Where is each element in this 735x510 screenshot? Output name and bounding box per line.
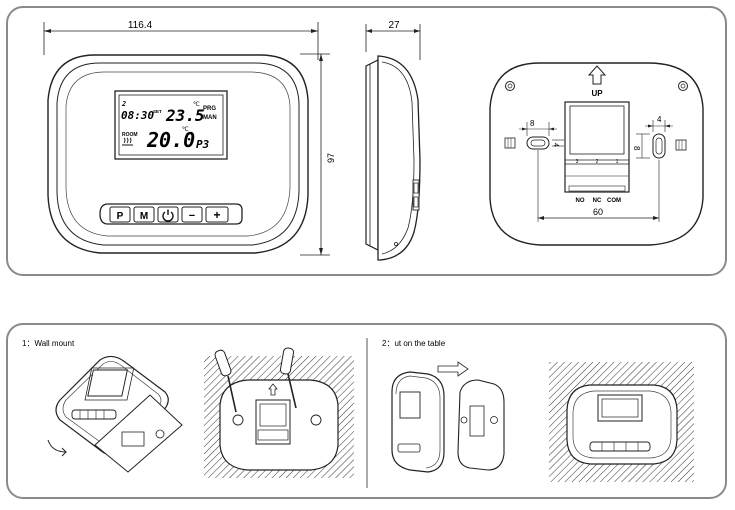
minus-button-label: − <box>189 210 195 222</box>
terminal-label-nc: NC <box>593 198 602 204</box>
left-mounting-slot <box>526 136 550 150</box>
top-panel-border <box>6 6 727 276</box>
lcd-room-temp: 20.0 <box>146 128 195 152</box>
up-arrow-icon <box>587 65 607 85</box>
terminal-number-2: 2 <box>596 159 599 165</box>
lcd-prg: PRG <box>203 106 216 112</box>
side-back-plate <box>365 59 379 251</box>
rotate-arrow-icon <box>47 439 68 457</box>
right-slot-dimension: 8 <box>632 146 641 151</box>
plus-button[interactable] <box>205 206 229 223</box>
wall-mount-exploded-view <box>47 355 183 473</box>
wall-mount-title: 1：Wall mount <box>22 339 75 348</box>
terminal-number-3: 3 <box>576 159 579 165</box>
center-distance-dimension: 60 <box>593 207 603 217</box>
lcd-set-temp: 23.5 <box>165 106 205 125</box>
table-mount-installed-view <box>549 362 694 482</box>
up-label: UP <box>591 89 603 98</box>
lcd-time: 08:30 <box>121 109 154 122</box>
plus-button-label: + <box>213 208 220 222</box>
lcd-day: 2 <box>121 100 126 108</box>
left-slot-small-dimension: 4 <box>552 143 559 147</box>
height-dimension-label: 97 <box>326 153 336 163</box>
right-mounting-slot <box>652 133 666 159</box>
lcd-room-label: ROOM <box>122 132 138 138</box>
terminal-label-no: NO <box>576 198 585 204</box>
lcd-unit-main: ℃ <box>182 127 189 133</box>
left-slot-dimension: 8 <box>530 119 535 128</box>
front-view: 116.4 97 2 08:30 SET 23.5 ℃ PRG MAN ℃ RO… <box>43 20 336 256</box>
p-button[interactable] <box>109 206 131 223</box>
p-button-label: P <box>117 211 124 222</box>
table-mount-title: 2：ut on the table <box>382 339 446 348</box>
button-row: P M − + <box>109 206 229 223</box>
back-view: UP 3 2 1 NO NC COM 8 4 <box>489 62 704 246</box>
table-mount-exploded-view <box>391 361 505 473</box>
bottom-panel-border <box>6 323 727 499</box>
side-view: 27 <box>365 20 421 261</box>
depth-dimension-label: 27 <box>388 20 400 31</box>
width-dimension-label: 116.4 <box>128 20 153 31</box>
minus-button[interactable] <box>181 206 203 223</box>
back-screw-hole-right <box>678 81 688 91</box>
lcd-program: P3 <box>196 138 210 151</box>
lcd-heat-icon <box>122 137 133 146</box>
lcd-screen <box>118 94 224 156</box>
power-icon <box>162 209 174 222</box>
lcd-unit-top: ℃ <box>193 102 200 108</box>
lcd-set-label: SET <box>153 109 162 114</box>
slide-arrow-icon <box>437 361 469 377</box>
lcd-man: MAN <box>203 115 217 121</box>
wall-mount-installed-view <box>204 347 354 478</box>
back-screw-hole-left <box>505 81 515 91</box>
screwdriver-right-icon <box>279 347 297 409</box>
terminal-number-1: 1 <box>616 159 619 165</box>
thermostat-body-inner <box>56 62 300 246</box>
m-button-label: M <box>140 211 148 222</box>
right-slot-small-dimension: 4 <box>657 115 662 124</box>
m-button[interactable] <box>133 206 155 223</box>
screwdriver-left-icon <box>214 349 237 413</box>
terminal-label-com: COM <box>607 198 621 204</box>
